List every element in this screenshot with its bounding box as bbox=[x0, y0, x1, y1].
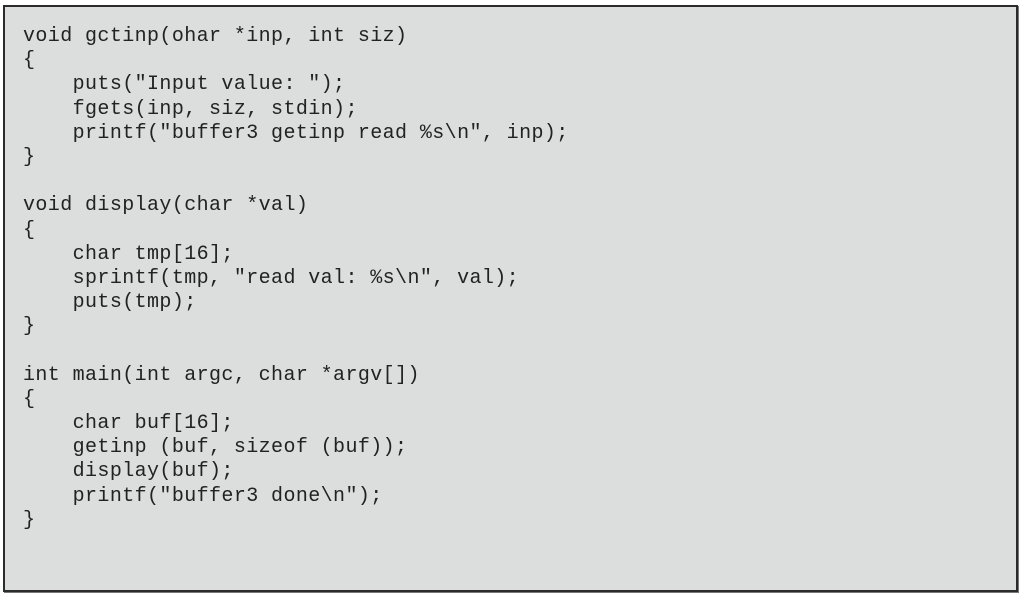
code-line: sprintf(tmp, "read val: %s\n", val); bbox=[23, 266, 520, 290]
code-line: getinp (buf, sizeof (buf)); bbox=[23, 436, 408, 460]
code-line: fgets(inp, siz, stdin); bbox=[23, 97, 358, 121]
code-line: { bbox=[23, 49, 36, 73]
code-listing: void gctinp(ohar *inp, int siz){ puts("I… bbox=[23, 25, 569, 533]
code-line: } bbox=[23, 508, 36, 532]
code-line: display(buf); bbox=[23, 460, 234, 484]
code-line: } bbox=[23, 145, 36, 169]
code-line: { bbox=[23, 387, 36, 411]
code-line: } bbox=[23, 315, 36, 339]
code-line-function-signature-main: int main(int argc, char *argv[]) bbox=[23, 363, 420, 387]
code-line-function-signature-getinp: void gctinp(ohar *inp, int siz) bbox=[23, 25, 408, 48]
code-listing-box: void gctinp(ohar *inp, int siz){ puts("I… bbox=[3, 5, 1018, 592]
code-line: printf("buffer3 done\n"); bbox=[23, 484, 383, 508]
code-line-blank bbox=[23, 170, 569, 194]
code-line-blank bbox=[23, 339, 569, 363]
code-line-function-signature-display: void display(char *val) bbox=[23, 194, 309, 218]
code-line: printf("buffer3 getinp read %s\n", inp); bbox=[23, 121, 569, 145]
code-line: char tmp[16]; bbox=[23, 242, 234, 266]
code-line: { bbox=[23, 218, 36, 242]
code-line: char buf[16]; bbox=[23, 412, 234, 435]
code-line: puts("Input value: "); bbox=[23, 73, 346, 97]
code-line: puts(tmp); bbox=[23, 291, 197, 315]
